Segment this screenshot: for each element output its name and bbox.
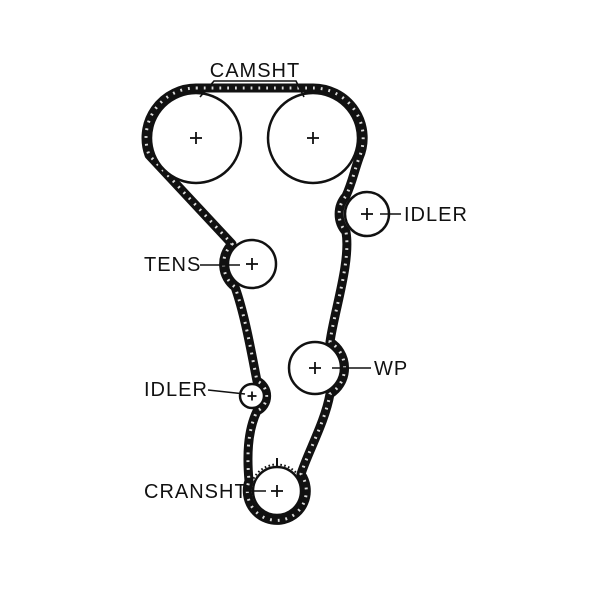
plus-icon bbox=[307, 132, 319, 144]
plus-icon bbox=[271, 485, 283, 497]
plus-icon bbox=[246, 258, 258, 270]
timing-belt bbox=[141, 83, 368, 525]
plus-icon bbox=[361, 208, 373, 220]
labels: CAMSHT IDLER TENS WP IDLER CRANSHT bbox=[144, 60, 468, 503]
crankshaft-label: CRANSHT bbox=[144, 481, 248, 503]
camshaft-label: CAMSHT bbox=[210, 60, 300, 82]
tensioner-label: TENS bbox=[144, 254, 201, 276]
idler-left-leader bbox=[207, 389, 246, 395]
plus-icon bbox=[309, 362, 321, 374]
leader-lines bbox=[199, 80, 401, 492]
belt-teeth bbox=[144, 86, 365, 522]
water-pump-label: WP bbox=[374, 358, 408, 380]
idler-right-label: IDLER bbox=[404, 204, 468, 226]
camshaft-label-bracket bbox=[199, 80, 305, 98]
center-cross-marks bbox=[190, 132, 373, 497]
plus-icon bbox=[190, 132, 202, 144]
pulleys bbox=[149, 91, 391, 519]
idler-left-label: IDLER bbox=[144, 379, 208, 401]
plus-icon bbox=[247, 391, 257, 401]
